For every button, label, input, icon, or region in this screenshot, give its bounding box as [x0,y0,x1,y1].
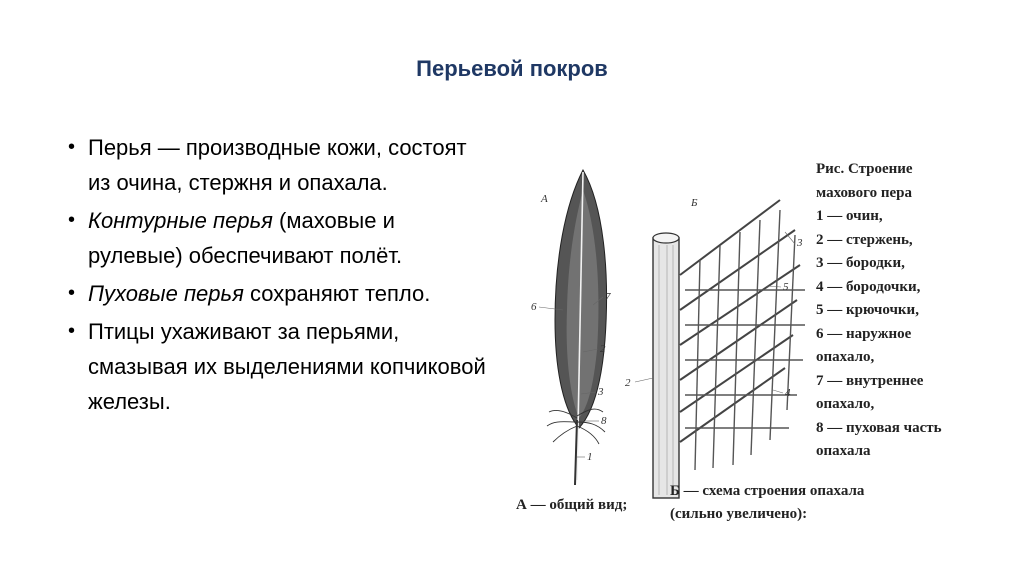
feather-illustration: А 6 7 2 3 8 1 Б [531,168,805,499]
bullet-item: • Контурные перья (маховые и рулевые) об… [68,203,488,273]
vane-number: 3 [796,237,803,249]
feather-down-barbs [546,408,606,445]
legend-item: 2 — стержень, [816,231,913,248]
caption-vane-scheme-line: (сильно увеличено): [670,506,808,522]
bullet-text: Птицы ухаживают за перьями, смазывая их … [88,319,486,414]
bullet-text: Перья — производные кожи, состоят из очи… [88,135,467,195]
caption-vane-scheme-line: Б — схема строения опахала [670,483,865,499]
vane-barbs [679,199,801,443]
feather-number: 6 [531,301,537,313]
bullet-term: Контурные перья [88,208,273,233]
feather-number: 8 [601,415,607,427]
bullet-dot: • [68,282,76,304]
vane-rachis [652,232,680,499]
legend-item: опахало, [816,396,875,412]
legend-item: 4 — бородочки, [816,278,921,295]
feather-number: 1 [587,451,593,463]
legend-item: 3 — бородки, [816,255,905,271]
caption-general-view: А — общий вид; [516,497,628,513]
slide-title: Перьевой покров [416,56,608,81]
bullet-dot: • [68,320,76,342]
vane-structure-scheme: Б 3 5 2 4 [625,197,805,499]
feather-number: 3 [597,386,604,398]
vane-leader-lines [634,231,796,394]
figure-label-a: А [540,193,548,205]
legend-heading: Рис. Строение [816,161,913,177]
vane-number: 2 [625,377,631,389]
bullet-dot: • [68,209,76,231]
feather-general-view: А 6 7 2 3 8 1 [531,168,611,486]
bullet-list: • Перья — производные кожи, состоят из о… [68,130,488,422]
feather-vane-highlight [566,190,599,418]
legend-item: 8 — пуховая часть [816,419,942,436]
legend-item: 5 — крючочки, [816,302,919,318]
vane-barbules [685,209,805,471]
caption-vane-scheme: Б — схема строения опахала (сильно увели… [670,480,864,526]
bullet-dot: • [68,136,76,158]
legend-item: 1 — очин, [816,208,883,224]
vane-number: 4 [785,387,791,399]
bullet-item: • Перья — производные кожи, состоят из о… [68,130,488,200]
bullet-item: • Пуховые перья сохраняют тепло. [68,276,488,311]
bullet-text: (маховые и рулевые) обеспечивают полёт. [88,208,403,268]
figure-legend: Рис. Строение махового пера 1 — очин, 2 … [816,158,942,464]
vane-number: 5 [783,281,789,293]
feather-number: 7 [605,291,611,303]
legend-item: 7 — внутреннее [816,372,924,389]
figure-label-b: Б [690,197,698,209]
feather-rachis [576,171,584,481]
feather-leader-lines [538,296,604,458]
bullet-item: • Птицы ухаживают за перьями, смазывая и… [68,314,488,419]
legend-heading: махового пера [816,184,912,201]
legend-item: опахало, [816,349,875,365]
legend-item: опахала [816,443,871,459]
bullet-term: Пуховые перья [88,281,244,306]
legend-item: 6 — наружное [816,325,912,342]
feather-number: 2 [600,343,606,355]
feather-calamus [574,419,578,486]
bullet-text: сохраняют тепло. [243,281,431,306]
